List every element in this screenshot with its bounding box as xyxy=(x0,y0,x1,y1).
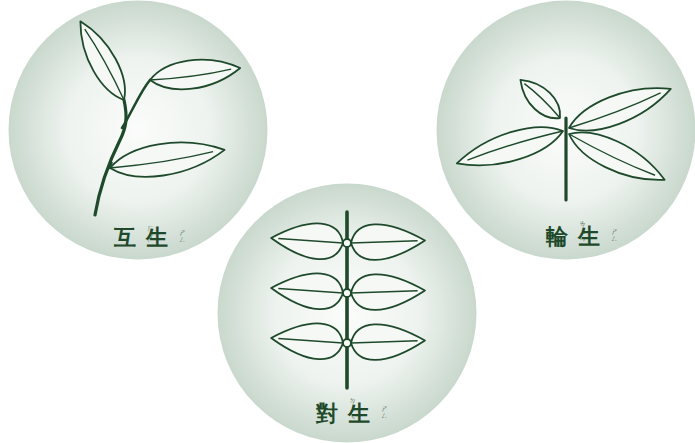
phonetic-annotation: ㄕㄥ xyxy=(179,230,186,245)
circle-shape xyxy=(8,0,268,260)
phonetic-annotation: ㄕㄥ xyxy=(381,406,388,421)
circle-shape xyxy=(436,0,695,260)
arrangement-name: 互生 xyxy=(114,226,178,250)
arrangement-name: 輪生 xyxy=(546,225,610,249)
alternate-leaves xyxy=(69,15,242,215)
leaf-circle: 互生 xyxy=(8,0,268,260)
arrangement-name: 對生 xyxy=(316,402,380,426)
leaf-circle: 輪生 xyxy=(436,0,695,260)
leaf-circle: 對生 xyxy=(217,183,477,443)
opposite-leaves xyxy=(270,212,426,388)
phonetic-annotation: ㄕㄥ xyxy=(611,229,618,244)
circle-fill xyxy=(9,1,268,260)
whorled-leaves xyxy=(453,72,676,200)
circle-fill xyxy=(218,184,477,443)
circle-fill xyxy=(437,1,695,260)
